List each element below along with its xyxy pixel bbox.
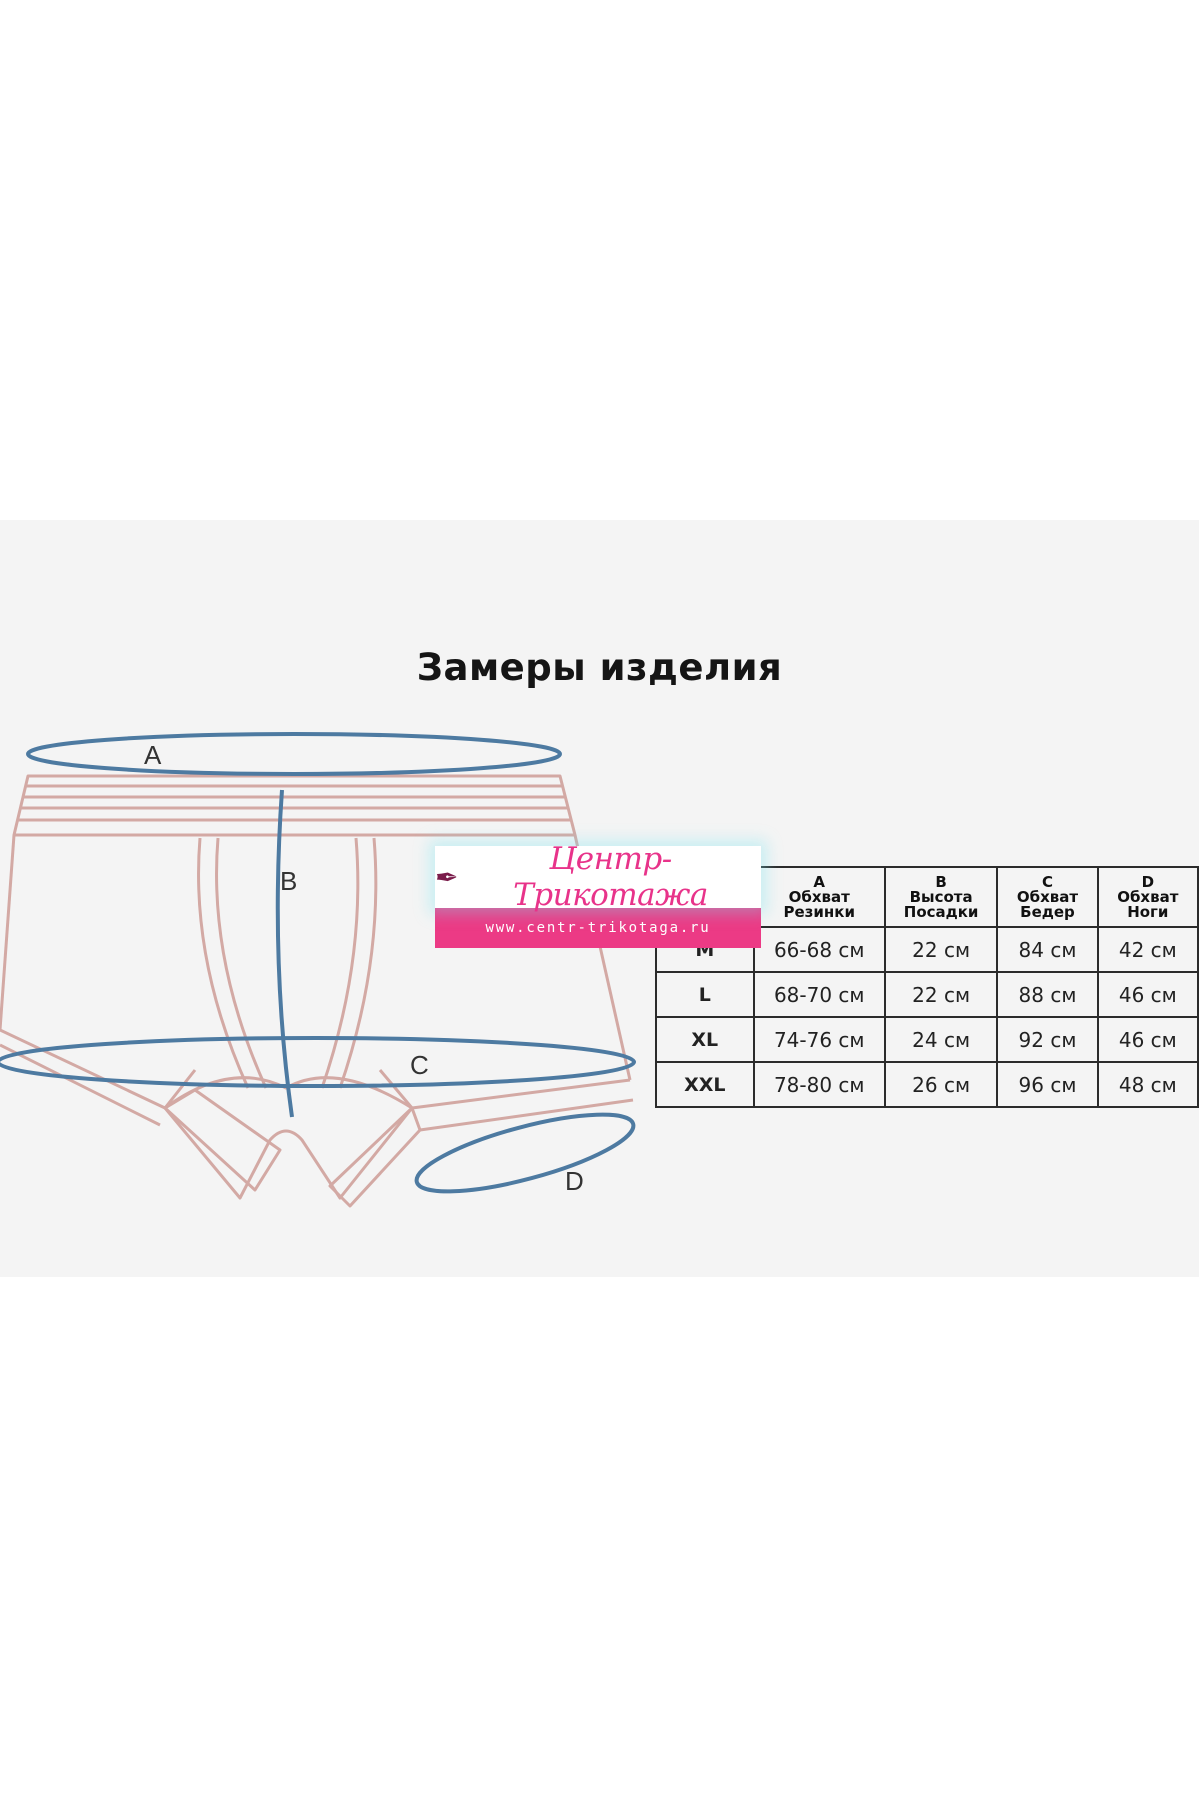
boxer-briefs-diagram: A B C D [0,732,636,1208]
measure-d-ellipse [414,1112,636,1194]
cell-d: 48 см [1096,1061,1199,1108]
cell-d: 46 см [1096,1016,1199,1063]
header-d-letter: D [1141,872,1155,891]
page-title: Замеры изделия [416,646,783,689]
header-a-line1: Обхват [788,887,850,906]
size-table: A Обхват Резинки B Высота Посадки C Обхв… [655,866,1199,1108]
table-row: XXL 78-80 см 26 см 96 см 48 см [655,1061,1199,1108]
cell-size: L [655,971,755,1018]
header-d: D Обхват Ноги [1096,866,1199,928]
measure-a-ellipse [26,732,562,776]
table-row: M 66-68 см 22 см 84 см 42 см [655,926,1199,973]
measure-b-line [275,789,294,1118]
header-c-line2: Бедер [1020,902,1075,921]
measure-c-ellipse [0,1036,636,1088]
table-row: L 68-70 см 22 см 88 см 46 см [655,971,1199,1018]
header-b: B Высота Посадки [883,866,999,928]
needle-icon: ✒ [435,860,458,894]
cell-d: 42 см [1096,926,1199,973]
header-d-line2: Ноги [1127,902,1169,921]
brand-url: www.centr-trikotaga.ru [435,908,761,948]
cell-b: 22 см [883,971,999,1018]
cell-c: 92 см [996,1016,1099,1063]
cell-d: 46 см [1096,971,1199,1018]
cell-a: 74-76 см [752,1016,886,1063]
header-b-line2: Посадки [903,902,979,921]
cell-c: 88 см [996,971,1099,1018]
left-leg-band [163,1088,282,1192]
cell-size: XXL [655,1061,755,1108]
cell-b: 24 см [883,1016,999,1063]
cell-b: 26 см [883,1061,999,1108]
brand-watermark: ✒ Центр-Трикотажа www.centr-trikotaga.ru [435,841,761,948]
body-left-side [0,834,16,1031]
label-c: C [410,1050,429,1080]
cell-a: 78-80 см [752,1061,886,1108]
cell-a: 66-68 см [752,926,886,973]
cell-b: 22 см [883,926,999,973]
label-a: A [144,740,162,770]
label-d: D [565,1166,584,1196]
cell-a: 68-70 см [752,971,886,1018]
right-leg-band [328,1106,422,1208]
header-a-line2: Резинки [783,902,855,921]
header-d-line1: Обхват [1117,887,1179,906]
cell-size: XL [655,1016,755,1063]
cell-c: 96 см [996,1061,1099,1108]
header-b-letter: B [935,872,947,891]
header-b-line1: Высота [909,887,973,906]
header-c: C Обхват Бедер [996,866,1099,928]
label-b: B [280,866,297,896]
header-c-letter: C [1041,872,1053,891]
header-a-letter: A [813,872,826,891]
table-row: XL 74-76 см 24 см 92 см 46 см [655,1016,1199,1063]
header-c-line1: Обхват [1016,887,1079,906]
header-a: A Обхват Резинки [752,866,886,928]
brand-logo: ✒ Центр-Трикотажа [435,841,761,913]
cell-c: 84 см [996,926,1099,973]
brand-logo-text: Центр-Трикотажа [513,841,708,913]
